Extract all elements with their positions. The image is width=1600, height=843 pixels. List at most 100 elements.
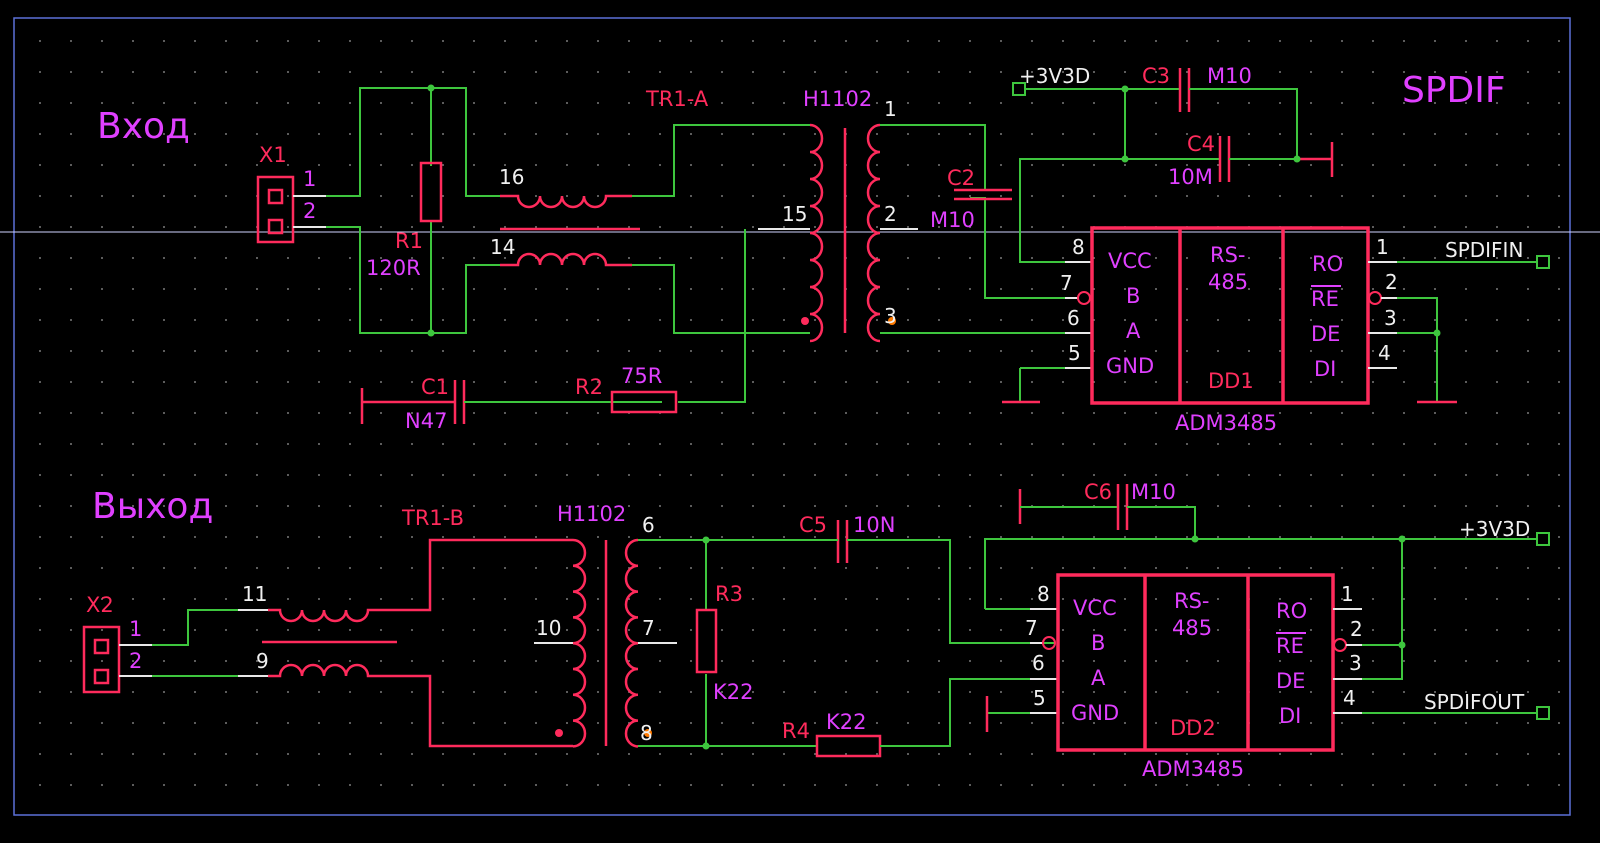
sheet-title: SPDIF: [1402, 70, 1506, 111]
c2-value: M10: [930, 208, 975, 232]
tr1a-pin1: 1: [884, 97, 897, 121]
dd1-left-2: A: [1126, 319, 1141, 343]
dd1-left-1: B: [1126, 284, 1140, 308]
resistor-r2[interactable]: [610, 390, 678, 414]
dd1-lpin-0: 8: [1072, 235, 1085, 259]
dd1-rpin-1: 2: [1385, 270, 1398, 294]
dd2-right-2: DE: [1276, 669, 1305, 693]
x2-ref: X2: [86, 593, 114, 617]
dd1-right-1: RE: [1311, 287, 1339, 311]
c5-ref: C5: [799, 513, 827, 537]
connector-x2[interactable]: [82, 625, 152, 694]
tr1a-ref: TR1-A: [645, 87, 709, 111]
tr1a-pin14: 14: [490, 235, 515, 259]
dd1-rpin-0: 1: [1376, 235, 1389, 259]
port-spdifin[interactable]: [1536, 255, 1550, 269]
section-output-label: Выход: [92, 486, 213, 527]
r4-ref: R4: [782, 719, 810, 743]
port-spdifout[interactable]: [1536, 706, 1550, 720]
dd2-func-2: 485: [1172, 616, 1212, 640]
dd2-right-0: RO: [1276, 599, 1307, 623]
net-vcc-top: +3V3D: [1019, 64, 1090, 88]
dd1-lpin-1: 7: [1060, 271, 1073, 295]
c6-ref: C6: [1084, 480, 1112, 504]
x1-ref: X1: [259, 143, 287, 167]
c1-value: N47: [405, 409, 447, 433]
section-input-label: Вход: [97, 106, 190, 147]
dd1-lpin-3: 5: [1068, 341, 1081, 365]
tr1b-pin7: 7: [642, 616, 655, 640]
tr1a-pin15: 15: [782, 202, 807, 226]
net-vcc-bottom: +3V3D: [1459, 517, 1530, 541]
chip-dd1[interactable]: [1090, 226, 1370, 405]
dd2-right-1: RE: [1276, 634, 1304, 658]
r3-value: K22: [713, 680, 754, 704]
tr1a-pin2: 2: [884, 202, 897, 226]
tr1b-ref: TR1-B: [401, 506, 464, 530]
transformer-tr1a[interactable]: [801, 123, 896, 343]
dd1-part: ADM3485: [1175, 411, 1277, 435]
dd2-func-1: RS-: [1174, 589, 1210, 613]
dd2-left-2: A: [1091, 666, 1106, 690]
tr1b-pin6: 6: [642, 513, 655, 537]
choke-tr1a[interactable]: [500, 194, 640, 267]
x2-pin2: 2: [129, 649, 142, 673]
dd1-lpin-2: 6: [1067, 306, 1080, 330]
r1-ref: R1: [395, 229, 423, 253]
dd2-rpin-3: 4: [1343, 686, 1356, 710]
net-spdifin: SPDIFIN: [1445, 238, 1523, 262]
port-vcc-bottom[interactable]: [1536, 532, 1550, 546]
dd2-rpin-2: 3: [1349, 651, 1362, 675]
tr1a-pin16: 16: [499, 165, 524, 189]
sheet-border: [13, 17, 1571, 816]
dd1-func-1: RS-: [1210, 243, 1246, 267]
dd2-lpin-3: 5: [1033, 686, 1046, 710]
capacitor-c5[interactable]: [836, 520, 849, 563]
r2-value: 75R: [621, 364, 662, 388]
connector-x1[interactable]: [256, 175, 326, 244]
wires-input: [326, 87, 662, 403]
tr1b-pin8: 8: [640, 721, 653, 745]
dd1-rpin-2: 3: [1384, 306, 1397, 330]
capacitor-c1[interactable]: [360, 380, 612, 424]
dd2-lpin-0: 8: [1037, 582, 1050, 606]
c3-ref: C3: [1142, 64, 1170, 88]
c2-ref: C2: [947, 166, 975, 190]
x1-pin2: 2: [303, 199, 316, 223]
c4-ref: C4: [1187, 132, 1215, 156]
tr1b-pin9: 9: [256, 649, 269, 673]
dd2-left-3: GND: [1071, 701, 1119, 725]
dd2-left-0: VCC: [1073, 596, 1117, 620]
net-spdifout: SPDIFOUT: [1424, 690, 1525, 714]
c6-value: M10: [1131, 480, 1176, 504]
r3-ref: R3: [715, 582, 743, 606]
r4-value: K22: [826, 710, 867, 734]
dd1-ref: DD1: [1208, 369, 1254, 393]
dd2-rpin-1: 2: [1350, 617, 1363, 641]
dd1-left-3: GND: [1106, 354, 1154, 378]
dd2-left-1: B: [1091, 631, 1105, 655]
dd2-ref: DD2: [1170, 716, 1216, 740]
tr1b-pin11: 11: [242, 582, 267, 606]
dd1-left-0: VCC: [1108, 249, 1152, 273]
c4-value: 10M: [1168, 165, 1213, 189]
dd2-lpin-1: 7: [1025, 616, 1038, 640]
dd2-part: ADM3485: [1142, 757, 1244, 781]
dd2-lpin-2: 6: [1032, 651, 1045, 675]
tr1a-pin3: 3: [884, 304, 897, 328]
dd2-right-3: DI: [1279, 704, 1301, 728]
chip-dd2[interactable]: [1056, 573, 1335, 752]
tr1a-part: H1102: [803, 87, 872, 111]
r1-value: 120R: [366, 256, 421, 280]
dd1-rpin-3: 4: [1378, 341, 1391, 365]
dd1-right-3: DI: [1314, 357, 1336, 381]
resistor-r1[interactable]: [419, 161, 443, 223]
dd1-right-0: RO: [1312, 252, 1343, 276]
capacitor-c2[interactable]: [954, 188, 1012, 201]
choke-tr1b[interactable]: [262, 608, 397, 678]
tr1b-pin10: 10: [536, 616, 561, 640]
resistor-r3[interactable]: [695, 608, 718, 674]
c5-value: 10N: [853, 513, 895, 537]
